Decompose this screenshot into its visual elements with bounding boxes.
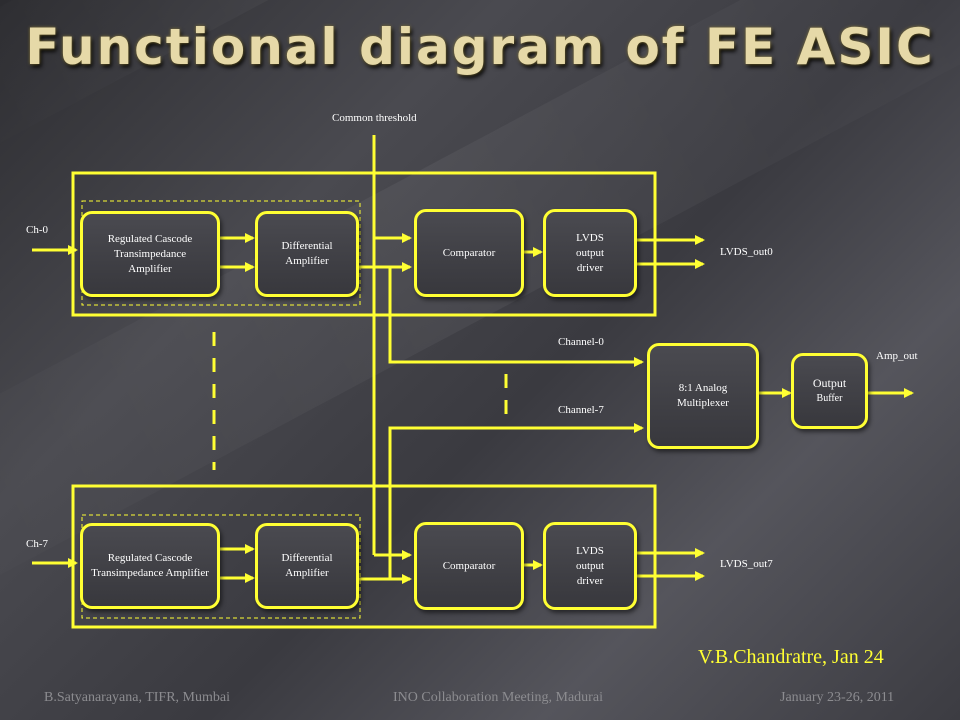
analog-frontend-top-dashed (81, 200, 361, 306)
ch7-label: Ch-7 (26, 538, 48, 550)
output-buffer-line2: Buffer (816, 393, 843, 404)
footer-right: January 23-26, 2011 (780, 690, 895, 705)
channel0-label: Channel-0 (558, 336, 604, 348)
channel-7-frame (71, 484, 657, 629)
analog-multiplexer-text: 8:1 Analog Multiplexer (677, 382, 729, 409)
channel-0-frame (71, 171, 657, 317)
lvds-driver-bottom-text: LVDS output driver (575, 544, 605, 587)
common-threshold-label: Common threshold (332, 112, 417, 124)
lvds-driver-block-top: LVDS output driver (543, 209, 637, 297)
rcta-block-bottom: Regulated Cascode Transimpedance Amplifi… (80, 523, 220, 609)
differential-amplifier-bottom-text: Differential Amplifier (281, 552, 333, 579)
channel7-label: Channel-7 (558, 404, 604, 416)
comparator-block-bottom: Comparator (414, 522, 524, 610)
comparator-bottom-text: Comparator (442, 559, 496, 572)
rcta-block-top-text: Regulated Cascode Transimpedance Amplifi… (107, 232, 193, 275)
footer-center: INO Collaboration Meeting, Madurai (393, 690, 603, 705)
ch0-label: Ch-0 (26, 224, 48, 236)
comparator-top-text: Comparator (442, 246, 496, 259)
lvds-out7-label: LVDS_out7 (720, 558, 773, 570)
differential-amplifier-block-top: Differential Amplifier (255, 211, 359, 297)
footer-left: B.Satyanarayana, TIFR, Mumbai (44, 690, 230, 705)
comparator-block-top: Comparator (414, 209, 524, 297)
rcta-block-top: Regulated Cascode Transimpedance Amplifi… (80, 211, 220, 297)
output-buffer-line1: Output (812, 376, 847, 390)
analog-multiplexer-block: 8:1 Analog Multiplexer (647, 343, 759, 449)
slide-title: Functional diagram of FE ASIC (25, 18, 935, 76)
output-buffer-block: Output Buffer (791, 353, 868, 429)
differential-amplifier-block-bottom: Differential Amplifier (255, 523, 359, 609)
lvds-out0-label: LVDS_out0 (720, 246, 773, 258)
rcta-block-bottom-text: Regulated Cascode Transimpedance Amplifi… (91, 552, 209, 579)
lvds-driver-top-text: LVDS output driver (575, 231, 605, 274)
differential-amplifier-top-text: Differential Amplifier (281, 240, 333, 267)
lvds-driver-block-bottom: LVDS output driver (543, 522, 637, 610)
amp-out-label: Amp_out (876, 350, 918, 362)
author-credit: V.B.Chandratre, Jan 24 (698, 646, 884, 668)
